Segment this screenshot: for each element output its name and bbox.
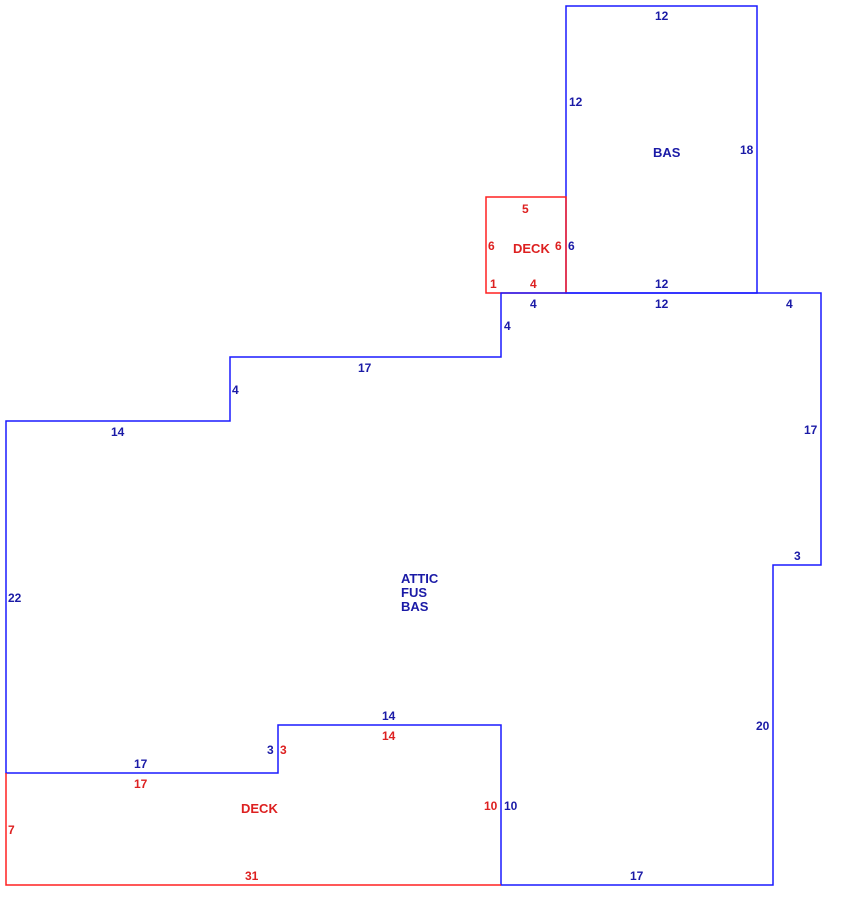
dim-main-left: 22 [8, 591, 22, 605]
dim-main-bottom-right: 17 [630, 869, 644, 883]
dim-main-top-a: 4 [530, 297, 537, 311]
dim-main-notch-left: 10 [504, 799, 518, 813]
dim-main-right-upper: 17 [804, 423, 818, 437]
dim-bas-bottom: 12 [655, 277, 669, 291]
dim-deck-lower-left: 7 [8, 823, 15, 837]
area-label-bas-upper: BAS [653, 145, 681, 160]
area-label-bas-main: BAS [401, 599, 429, 614]
dim-deck-lower-step: 3 [280, 743, 287, 757]
area-label-attic: ATTIC [401, 571, 439, 586]
dim-main-right-lower: 20 [756, 719, 770, 733]
dim-deck-lower-right: 10 [484, 799, 498, 813]
dim-deck-upper-bottom: 4 [530, 277, 537, 291]
dim-bas-top: 12 [655, 9, 669, 23]
area-label-fus: FUS [401, 585, 427, 600]
dim-deck-lower-bottom: 31 [245, 869, 259, 883]
dim-bas-left: 12 [569, 95, 583, 109]
dim-deck-upper-top: 5 [522, 202, 529, 216]
dim-deck-upper-right: 6 [555, 239, 562, 253]
dim-deck-upper-left: 6 [488, 239, 495, 253]
dim-main-right-notch: 3 [794, 549, 801, 563]
area-label-deck-lower: DECK [241, 801, 278, 816]
dim-main-top-b: 12 [655, 297, 669, 311]
dim-main-notch-top: 14 [382, 709, 396, 723]
main-house-outline [5, 292, 822, 886]
dim-bas-right: 18 [740, 143, 754, 157]
dim-deck-upper-stub: 1 [490, 277, 497, 291]
dim-main-top-mid: 17 [358, 361, 372, 375]
dim-main-top-c: 4 [786, 297, 793, 311]
deck-lower-outline [5, 773, 501, 886]
dim-deck-lower-top2: 14 [382, 729, 396, 743]
dim-main-step-down: 4 [504, 319, 511, 333]
dim-main-right-of-deck: 6 [568, 239, 575, 253]
area-label-deck-upper: DECK [513, 241, 550, 256]
dim-main-notch-step: 3 [267, 743, 274, 757]
dim-main-notch-bottom: 17 [134, 757, 148, 771]
dim-deck-lower-top: 17 [134, 777, 148, 791]
dim-main-top-left: 14 [111, 425, 125, 439]
dim-main-step-left: 4 [232, 383, 239, 397]
